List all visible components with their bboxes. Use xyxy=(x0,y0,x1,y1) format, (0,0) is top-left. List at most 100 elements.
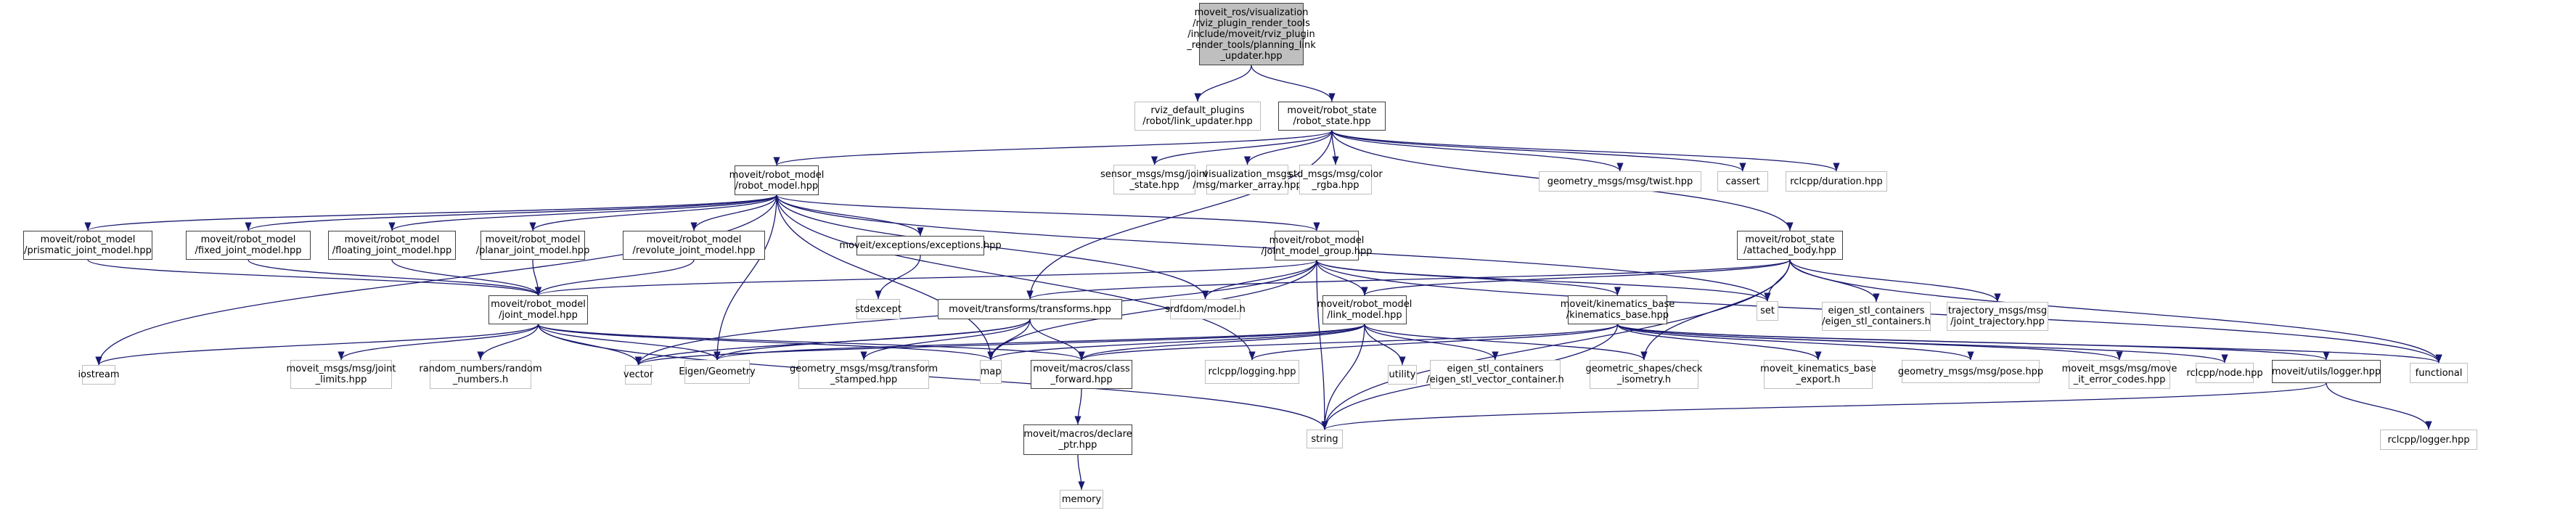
edge-jmg-to-set xyxy=(1316,260,1771,302)
node-label: map xyxy=(980,366,1002,377)
node-label: moveit_kinematics_base _export.h xyxy=(1760,364,1876,385)
node-kin-base[interactable]: moveit/kinematics_base /kinematics_base.… xyxy=(1561,295,1675,324)
node-label: srdfdom/model.h xyxy=(1165,303,1246,315)
node-marker-array: visualization_msgs /msg/marker_array.hpp xyxy=(1193,165,1302,194)
node-prismatic[interactable]: moveit/robot_model /prismatic_joint_mode… xyxy=(23,231,152,260)
node-exceptions[interactable]: moveit/exceptions/exceptions.hpp xyxy=(839,236,1002,255)
node-robot-model[interactable]: moveit/robot_model /robot_model.hpp xyxy=(729,165,824,195)
node-label: visualization_msgs /msg/marker_array.hpp xyxy=(1193,168,1302,191)
node-planar[interactable]: moveit/robot_model /planar_joint_model.h… xyxy=(476,231,589,260)
node-class-forward[interactable]: moveit/macros/class _forward.hpp xyxy=(1031,360,1132,389)
edge-attached_body-to-check_isometry xyxy=(1640,259,1791,361)
node-map: map xyxy=(980,360,1002,384)
node-attached-body[interactable]: moveit/robot_state /attached_body.hpp xyxy=(1737,231,1843,260)
node-label: random_numbers/random _numbers.h xyxy=(419,364,542,385)
edge-logger-to-string xyxy=(1321,382,2327,430)
edge-robot_state-to-marker_array xyxy=(1243,130,1333,165)
node-duration: rclcpp/duration.hpp xyxy=(1786,171,1887,192)
node-label: trajectory_msgs/msg /joint_trajectory.hp… xyxy=(1947,305,2048,327)
node-label: moveit/robot_model /fixed_joint_model.hp… xyxy=(195,234,302,256)
node-label: moveit/macros/class _forward.hpp xyxy=(1033,364,1130,385)
node-label: iostream xyxy=(78,369,120,380)
node-root[interactable]: moveit_ros/visualization /rviz_plugin_re… xyxy=(1187,3,1316,65)
edge-joint_model-to-vector xyxy=(537,324,642,366)
edge-robot_model-to-revolute xyxy=(690,194,777,231)
node-iostream: iostream xyxy=(78,365,120,385)
node-link-model[interactable]: moveit/robot_model /link_model.hpp xyxy=(1317,295,1412,324)
node-logger[interactable]: moveit/utils/logger.hpp xyxy=(2272,360,2381,383)
node-logging: rclcpp/logging.hpp xyxy=(1205,360,1299,384)
node-label: moveit/transforms/transforms.hpp xyxy=(949,303,1111,315)
node-color-rgba: std_msgs/msg/color _rgba.hpp xyxy=(1288,165,1383,194)
edge-robot_model-to-set xyxy=(776,194,1771,302)
edge-revolute-to-joint_model xyxy=(534,259,695,296)
node-label: moveit/robot_model /prismatic_joint_mode… xyxy=(24,234,152,256)
edge-kin_base-to-logging xyxy=(1248,324,1619,361)
edge-jmg-to-string xyxy=(1316,260,1328,430)
node-label: rclcpp/logging.hpp xyxy=(1208,366,1296,377)
edge-kin_base-to-node xyxy=(1616,324,2228,364)
node-transforms[interactable]: moveit/transforms/transforms.hpp xyxy=(938,299,1122,319)
edge-robot_state-to-duration xyxy=(1331,130,1840,172)
node-label: eigen_stl_containers /eigen_stl_containe… xyxy=(1822,305,1931,327)
edge-robot_model-to-logging xyxy=(776,194,1256,361)
edge-robot_state-to-cassert xyxy=(1331,130,1746,172)
edge-logger-to-rclcpp_logger xyxy=(2326,382,2432,430)
edge-robot_model-to-srdf xyxy=(776,194,1209,300)
node-jmg[interactable]: moveit/robot_model /joint_model_group.hp… xyxy=(1262,231,1373,260)
edge-joint_model-to-iostream xyxy=(95,324,539,366)
edge-joint_model-to-string xyxy=(537,324,1328,430)
node-joint-limits: moveit_msgs/msg/joint _limits.hpp xyxy=(287,360,396,389)
node-stdexcept: stdexcept xyxy=(855,299,901,319)
node-check-isometry: geometric_shapes/check _isometry.h xyxy=(1586,360,1703,389)
edge-robot_model-to-planar xyxy=(529,194,777,231)
node-functional: functional xyxy=(2410,363,2468,383)
edge-fixed-to-joint_model xyxy=(248,259,541,296)
node-memory: memory xyxy=(1060,490,1103,509)
node-utility: utility xyxy=(1388,365,1417,385)
node-label: string xyxy=(1311,433,1338,445)
edge-floating-to-joint_model xyxy=(391,259,542,296)
node-label: moveit_ros/visualization /rviz_plugin_re… xyxy=(1187,7,1316,62)
node-joint-traj: trajectory_msgs/msg /joint_trajectory.hp… xyxy=(1947,302,2048,331)
node-robot-state[interactable]: moveit/robot_state /robot_state.hpp xyxy=(1278,102,1386,131)
node-label: stdexcept xyxy=(855,303,901,315)
edge-jmg-to-map xyxy=(987,260,1317,361)
edge-class_forward-to-declare_ptr xyxy=(1074,388,1082,425)
node-label: geometric_shapes/check _isometry.h xyxy=(1585,364,1703,385)
node-joint-model[interactable]: moveit/robot_model /joint_model.hpp xyxy=(488,295,588,324)
node-label: cassert xyxy=(1725,176,1760,187)
node-revolute[interactable]: moveit/robot_model /revolute_joint_model… xyxy=(623,231,765,260)
edge-jmg-to-srdf xyxy=(1201,260,1317,300)
edge-layer xyxy=(84,65,2442,491)
node-rclcpp-logger: rclcpp/logger.hpp xyxy=(2380,430,2477,450)
edge-robot_model-to-map xyxy=(776,194,994,361)
node-label: moveit/kinematics_base /kinematics_base.… xyxy=(1560,299,1675,321)
edge-attached_body-to-functional xyxy=(1789,259,2442,364)
node-label: moveit/robot_model /joint_model_group.hp… xyxy=(1261,234,1373,257)
node-label: geometry_msgs/msg/transform _stamped.hpp xyxy=(789,364,939,385)
edge-jmg-to-joint_model xyxy=(535,260,1317,296)
edge-kin_base-to-functional xyxy=(1616,324,2442,364)
node-label: utility xyxy=(1389,369,1416,380)
node-declare-ptr[interactable]: moveit/macros/declare _ptr.hpp xyxy=(1023,424,1132,455)
node-vector: vector xyxy=(623,365,653,385)
node-kin-export: moveit_kinematics_base _export.h xyxy=(1760,360,1876,389)
node-label: rclcpp/node.hpp xyxy=(2186,367,2263,379)
node-set: set xyxy=(1757,301,1778,321)
node-eigen-geometry: Eigen/Geometry xyxy=(679,360,756,384)
node-floating[interactable]: moveit/robot_model /floating_joint_model… xyxy=(328,231,456,260)
edge-robot_model-to-prismatic xyxy=(84,194,777,231)
node-label: rclcpp/logger.hpp xyxy=(2387,434,2470,446)
edge-transforms-to-transform_stamped xyxy=(860,319,1031,361)
node-error-codes: moveit_msgs/msg/move _it_error_codes.hpp xyxy=(2062,360,2177,389)
node-srdf: srdfdom/model.h xyxy=(1165,299,1246,319)
node-fixed[interactable]: moveit/robot_model /fixed_joint_model.hp… xyxy=(186,231,311,260)
node-label: moveit/macros/declare _ptr.hpp xyxy=(1023,429,1132,451)
node-label: moveit/exceptions/exceptions.hpp xyxy=(839,240,1002,251)
node-label: functional xyxy=(2415,367,2463,379)
edge-link_model-to-class_forward xyxy=(1078,324,1365,361)
node-label: rviz_default_plugins /robot/link_updater… xyxy=(1142,105,1253,127)
edge-robot_model-to-eigen_geometry xyxy=(713,194,777,361)
node-label: moveit/robot_model /link_model.hpp xyxy=(1317,299,1412,321)
